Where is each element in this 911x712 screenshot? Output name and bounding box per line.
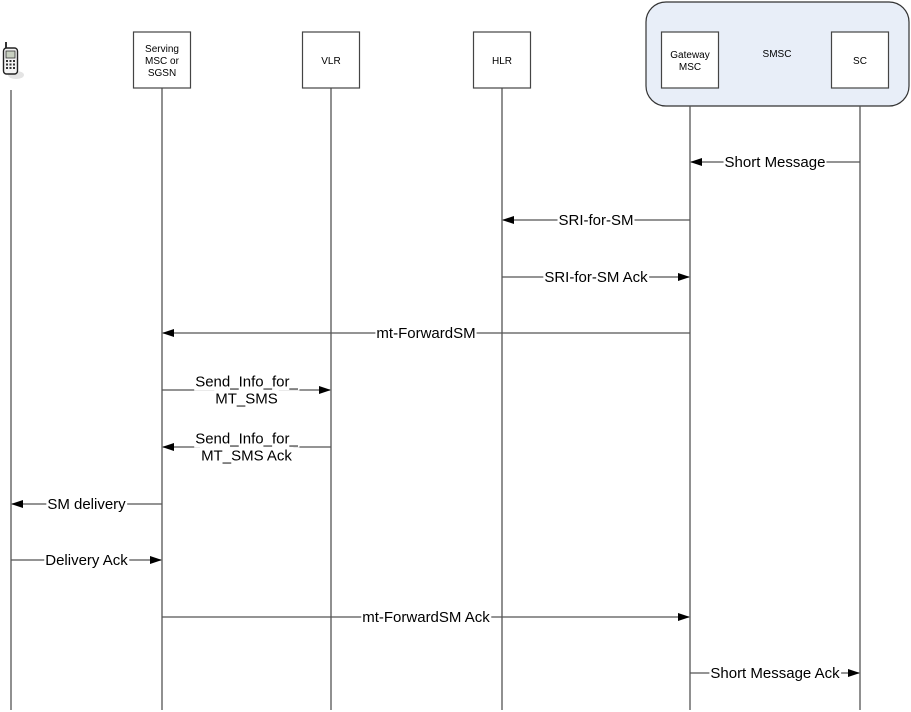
message-label: SRI-for-SM Ack <box>544 269 648 286</box>
message-label-bg <box>557 212 635 229</box>
participant-box-msc <box>132 31 192 89</box>
participant-box-hlr <box>472 31 532 89</box>
message-label-bg <box>194 430 300 448</box>
message-label: Short Message <box>725 154 826 171</box>
participant-label-hlr: HLR <box>492 56 512 67</box>
message-label: MT_SMS Ack <box>201 448 292 465</box>
message-label-bg <box>200 447 294 465</box>
lifelines <box>10 88 861 710</box>
message-5: Send_Info_for_MT_SMS Ack <box>162 430 331 465</box>
message-label-bg <box>44 552 130 569</box>
smsc-group-label: SMSC <box>763 49 792 60</box>
participant-label-gmsc: MSC <box>679 62 701 73</box>
mobile-phone-icon <box>2 42 24 79</box>
message-label: MT_SMS <box>215 391 278 408</box>
participant-box-gmsc <box>660 31 720 89</box>
message-label-bg <box>723 154 827 171</box>
message-4: Send_Info_for_MT_SMS <box>162 373 331 408</box>
participant-hlr: HLR <box>472 31 532 89</box>
message-label-bg <box>543 269 650 286</box>
participant-vlr: VLR <box>301 31 361 89</box>
message-2: SRI-for-SM Ack <box>502 269 690 286</box>
message-label-bg <box>709 665 842 682</box>
message-label-bg <box>46 496 128 513</box>
message-9: Short Message Ack <box>690 665 860 682</box>
message-8: mt-ForwardSM Ack <box>162 609 690 626</box>
message-1: SRI-for-SM <box>502 212 690 229</box>
message-label: Send_Info_for_ <box>195 431 298 448</box>
message-label: mt-ForwardSM <box>376 325 475 342</box>
participant-label-sc: SC <box>853 56 867 67</box>
message-label: mt-ForwardSM Ack <box>362 609 490 626</box>
participant-label-gmsc: Gateway <box>670 50 709 61</box>
message-0: Short Message <box>690 154 860 171</box>
participant-label-msc: SGSN <box>148 68 176 79</box>
message-label-bg <box>194 373 300 391</box>
participant-label-msc: MSC or <box>145 56 180 67</box>
message-label-bg <box>375 325 477 342</box>
message-label: Delivery Ack <box>45 552 128 569</box>
message-7: Delivery Ack <box>11 552 162 569</box>
message-label: Short Message Ack <box>710 665 840 682</box>
message-6: SM delivery <box>11 496 162 513</box>
message-label: Send_Info_for_ <box>195 374 298 391</box>
participant-box-sc <box>830 31 890 89</box>
participant-sc: SC <box>830 31 890 89</box>
participant-label-vlr: VLR <box>321 56 340 67</box>
message-label: SRI-for-SM <box>559 212 634 229</box>
message-label-bg <box>214 390 279 408</box>
message-3: mt-ForwardSM <box>162 325 690 342</box>
participant-label-msc: Serving <box>145 44 179 55</box>
participant-box-vlr <box>301 31 361 89</box>
message-label: SM delivery <box>47 496 126 513</box>
message-label-bg <box>361 609 492 626</box>
